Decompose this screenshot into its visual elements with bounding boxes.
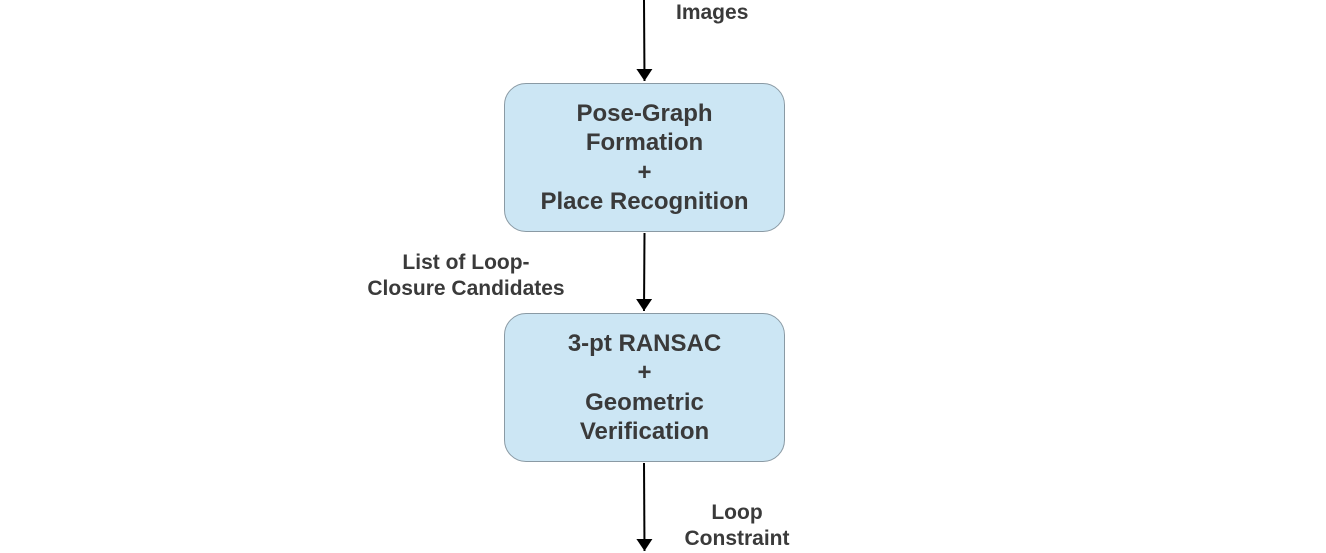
edge-label-line: Loop [711, 501, 763, 524]
node-ransac-verification: 3-pt RANSAC + Geometric Verification [504, 313, 785, 462]
edge-arrow-ransac-to-output [636, 462, 653, 552]
node-line: Verification [579, 418, 710, 445]
edge-label-loop-closure-candidates: List of Loop- Closure Candidates [353, 250, 579, 302]
node-pose-graph-formation: Pose-Graph Formation + Place Recognition [504, 83, 785, 232]
node-line: + [637, 359, 652, 386]
edge-arrow-pose-graph-to-ransac [636, 232, 653, 312]
edge-arrow-input-to-pose-graph [636, 0, 653, 82]
edge-label-loop-constraint: Loop Constraint [676, 500, 798, 552]
edge-label-line: Constraint [684, 527, 790, 550]
edge-label-line: List of Loop- [402, 251, 530, 274]
node-line: Formation [585, 129, 704, 156]
node-line: Geometric [585, 388, 704, 416]
edge-label-line: Images [676, 1, 749, 24]
edge-label-line: Closure Candidates [367, 277, 565, 300]
node-line: Pose-Graph [576, 99, 713, 127]
node-line: + [637, 158, 652, 186]
node-line: 3-pt RANSAC [567, 329, 722, 357]
node-line: Place Recognition [540, 188, 749, 215]
edge-label-images: Images [676, 0, 748, 26]
